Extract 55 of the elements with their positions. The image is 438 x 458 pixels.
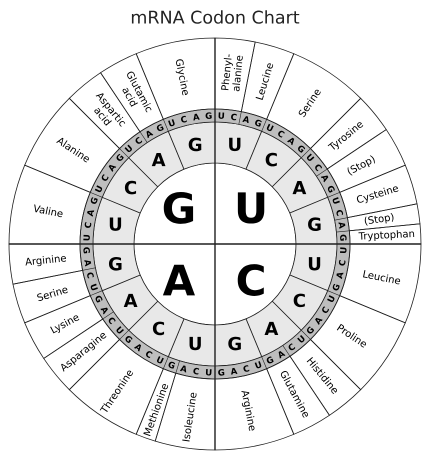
base-letter: C bbox=[84, 222, 92, 228]
base-letter: G bbox=[156, 124, 164, 132]
amino-acid-segment: (Stop) bbox=[347, 203, 420, 232]
base-letter: C bbox=[336, 210, 344, 216]
base-letter: G bbox=[96, 296, 102, 303]
base-letter: A bbox=[193, 114, 200, 120]
base-letter: C bbox=[243, 365, 250, 372]
base-letter: G bbox=[83, 247, 90, 254]
base-letter: C bbox=[193, 368, 200, 374]
base-letter: U bbox=[168, 119, 175, 126]
base-letter: A bbox=[108, 164, 116, 172]
base-letter: G bbox=[266, 356, 274, 364]
base-letter: U bbox=[94, 185, 102, 192]
base-letter: G bbox=[218, 369, 224, 376]
amino-acid-segment: Arginine bbox=[8, 244, 83, 285]
base-letter: C bbox=[231, 114, 237, 120]
base-letter: C bbox=[338, 260, 346, 266]
base-letter: C bbox=[136, 137, 142, 144]
base-letter: A bbox=[287, 138, 294, 146]
base-letter: C bbox=[278, 130, 285, 138]
base-letter: U bbox=[157, 356, 164, 364]
base-letter: U bbox=[218, 112, 224, 119]
base-letter: G bbox=[332, 284, 340, 290]
base-letter: A bbox=[146, 130, 154, 138]
base-letter: C bbox=[108, 318, 116, 324]
base-letter: G bbox=[340, 234, 347, 241]
base-letter: C bbox=[87, 272, 94, 278]
base-letter: G bbox=[328, 186, 335, 193]
base-letter: U bbox=[327, 295, 334, 302]
amino-acid-segment: Phenyl- alanine bbox=[214, 38, 256, 112]
chart-title: mRNA Codon Chart bbox=[132, 10, 300, 24]
base-letter: U bbox=[266, 124, 274, 132]
base-letter: C bbox=[181, 116, 187, 122]
base-letter: G bbox=[206, 112, 212, 119]
base-letter: C bbox=[315, 164, 322, 172]
base-letter: A bbox=[320, 176, 328, 182]
base-letter: A bbox=[231, 368, 238, 375]
base-letter: U bbox=[83, 234, 90, 240]
base-letter: C bbox=[146, 351, 153, 358]
base-letter: U bbox=[340, 247, 347, 254]
base-letter: A bbox=[84, 260, 92, 267]
base-letter: G bbox=[90, 197, 98, 204]
base-letter: U bbox=[90, 284, 98, 290]
base-letter: G bbox=[168, 362, 176, 368]
base-letter: U bbox=[254, 361, 262, 368]
base-letter: G bbox=[255, 120, 262, 127]
base-letter: U bbox=[332, 197, 340, 204]
base-letter: A bbox=[338, 222, 346, 229]
base-letter: C bbox=[102, 174, 109, 181]
base-letter: A bbox=[134, 344, 142, 352]
base-letter: A bbox=[315, 318, 323, 326]
base-letter: C bbox=[288, 343, 296, 350]
base-letter: C bbox=[322, 306, 329, 313]
base-letter: A bbox=[336, 272, 344, 280]
base-letter: A bbox=[180, 365, 186, 372]
